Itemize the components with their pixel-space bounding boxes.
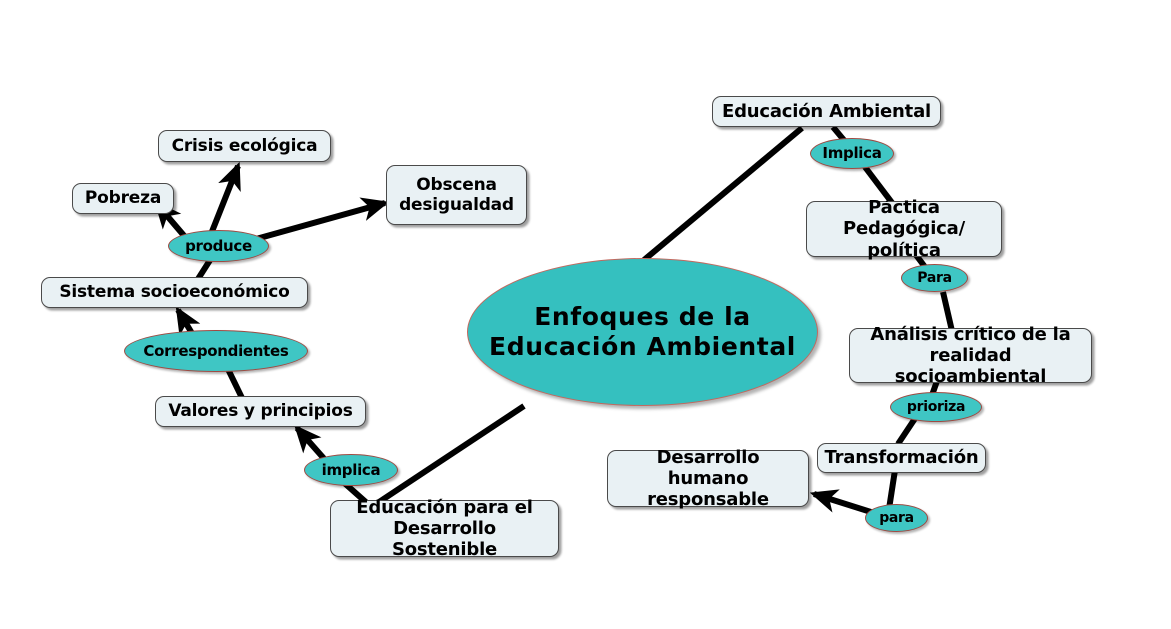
node-educacion-desarrollo-label-line1: Educación para el bbox=[356, 496, 533, 518]
central-node-enfoques[interactable]: Enfoques de la Educación Ambiental bbox=[467, 258, 818, 406]
edge-central-eds bbox=[371, 403, 526, 509]
link-implica-lower[interactable]: implica bbox=[304, 454, 398, 486]
node-educacion-desarrollo-sostenible[interactable]: Educación para el Desarrollo Sostenible bbox=[330, 496, 559, 561]
node-transformacion[interactable]: Transformación bbox=[817, 443, 986, 473]
node-desarrollo-humano-label-line2: responsable bbox=[647, 489, 769, 511]
node-desarrollo-humano-label-line1: Desarrollo humano bbox=[656, 446, 760, 489]
node-crisis-ecologica[interactable]: Crisis ecológica bbox=[158, 130, 331, 162]
node-practica-pedagogica-politica[interactable]: Páctica Pedagógica/ política bbox=[806, 197, 1002, 261]
link-produce[interactable]: produce bbox=[168, 230, 269, 262]
link-correspondientes[interactable]: Correspondientes bbox=[124, 330, 308, 372]
link-prioriza[interactable]: prioriza bbox=[890, 392, 982, 422]
link-para-lower[interactable]: para bbox=[865, 504, 928, 532]
central-node-label-line1: Enfoques de la bbox=[534, 301, 751, 331]
node-practica-pedagogica-label-line1: Páctica Pedagógica/ bbox=[843, 197, 965, 240]
link-implica-upper[interactable]: Implica bbox=[810, 138, 894, 169]
central-node-label-line2: Educación Ambiental bbox=[489, 332, 796, 361]
node-pobreza-label: Pobreza bbox=[84, 188, 162, 209]
edge-para-analisis bbox=[940, 291, 955, 332]
node-pobreza[interactable]: Pobreza bbox=[72, 183, 174, 214]
node-obscena-desigualdad-label-line1: Obscena bbox=[416, 174, 497, 195]
node-obscena-desigualdad-label-line2: desigualdad bbox=[399, 195, 514, 215]
link-prioriza-label: prioriza bbox=[906, 399, 966, 415]
node-crisis-ecologica-label: Crisis ecológica bbox=[171, 135, 318, 156]
edge-produce-crisis bbox=[208, 161, 241, 236]
node-desarrollo-humano-responsable[interactable]: Desarrollo humano responsable bbox=[607, 446, 809, 511]
link-implica-lower-label: implica bbox=[321, 460, 381, 479]
edge-para-desarrollo bbox=[809, 489, 872, 515]
edge-produce-desigualdad bbox=[255, 197, 390, 242]
node-educacion-desarrollo-label-line2: Desarrollo Sostenible bbox=[391, 517, 498, 561]
edge-central-educacion-ambiental bbox=[642, 125, 804, 263]
node-educacion-ambiental[interactable]: Educación Ambiental bbox=[712, 96, 941, 127]
node-obscena-desigualdad[interactable]: Obscena desigualdad bbox=[386, 165, 527, 225]
link-produce-label: produce bbox=[185, 236, 252, 255]
node-analisis-critico-label-line2: realidad socioambiental bbox=[894, 344, 1047, 388]
node-sistema-socioeconomico-label: Sistema socioeconómico bbox=[59, 282, 290, 303]
edge-transformacion-para bbox=[886, 469, 898, 510]
edge-implica-practica bbox=[862, 165, 896, 206]
link-implica-upper-label: Implica bbox=[822, 144, 882, 162]
node-sistema-socioeconomico[interactable]: Sistema socioeconómico bbox=[41, 277, 308, 308]
link-correspondientes-label: Correspondientes bbox=[143, 341, 289, 360]
node-educacion-ambiental-label: Educación Ambiental bbox=[722, 100, 931, 122]
link-para-upper-label: Para bbox=[917, 270, 952, 286]
node-practica-pedagogica-label-line2: política bbox=[867, 239, 941, 261]
node-transformacion-label: Transformación bbox=[824, 447, 979, 469]
link-para-upper[interactable]: Para bbox=[901, 264, 968, 292]
node-valores-principios[interactable]: Valores y principios bbox=[155, 396, 366, 427]
edge-prioriza-transformacion bbox=[895, 415, 919, 446]
node-analisis-critico[interactable]: Análisis crítico de la realidad socioamb… bbox=[849, 324, 1092, 387]
node-analisis-critico-label-line1: Análisis crítico de la bbox=[870, 323, 1071, 345]
link-para-lower-label: para bbox=[879, 510, 914, 526]
node-valores-principios-label: Valores y principios bbox=[168, 401, 353, 422]
